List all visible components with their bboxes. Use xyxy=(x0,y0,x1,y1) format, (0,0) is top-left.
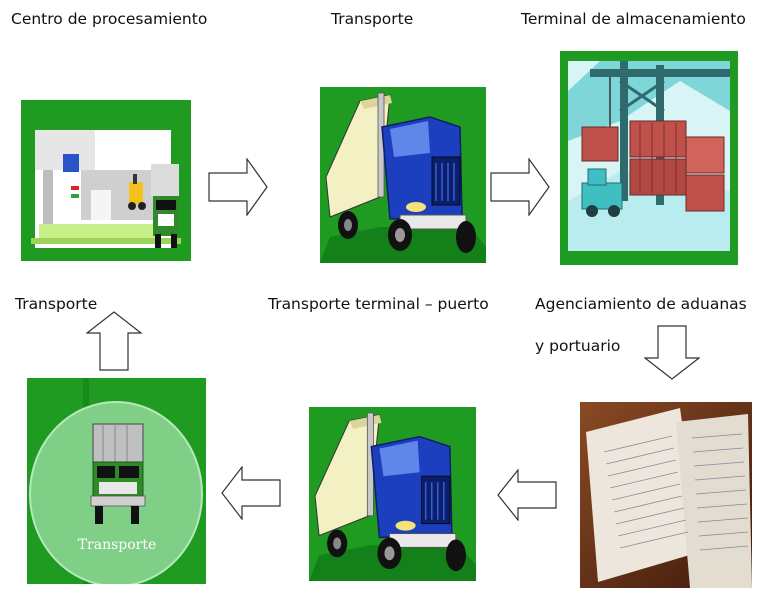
processing-center-image xyxy=(21,100,191,261)
storage-terminal-image xyxy=(560,51,738,265)
outline-arrow-icon xyxy=(644,325,700,380)
arrow-right-2 xyxy=(490,158,550,216)
label-customs-line2: y portuario xyxy=(535,337,621,355)
outline-arrow-icon xyxy=(208,158,268,216)
transport-circle-caption: Transporte xyxy=(77,537,157,553)
label-terminal-port-transport: Transporte terminal – puerto xyxy=(268,295,489,313)
customs-documents-icon xyxy=(580,402,752,588)
label-transport-left: Transporte xyxy=(15,295,98,313)
transport-circle-icon xyxy=(27,378,206,584)
outline-arrow-icon xyxy=(86,311,142,371)
arrow-down xyxy=(644,325,700,380)
arrow-left-1 xyxy=(497,469,557,521)
port-crane-icon xyxy=(560,51,738,265)
label-processing-center: Centro de procesamiento xyxy=(11,10,208,28)
outline-arrow-icon xyxy=(221,466,281,520)
processing-building-icon xyxy=(21,100,191,261)
outline-arrow-icon xyxy=(490,158,550,216)
blue-truck-icon xyxy=(320,87,486,263)
arrow-up xyxy=(86,311,142,371)
arrow-left-2 xyxy=(221,466,281,520)
transport-truck-image-top xyxy=(320,87,486,263)
label-transport-top: Transporte xyxy=(331,10,414,28)
label-customs-line1: Agenciamiento de aduanas xyxy=(535,295,747,313)
outline-arrow-icon xyxy=(497,469,557,521)
transport-circle-image xyxy=(27,378,206,584)
blue-truck-icon xyxy=(309,407,476,581)
label-storage-terminal: Terminal de almacenamiento xyxy=(521,10,746,28)
customs-documents-image xyxy=(580,402,752,588)
arrow-right-1 xyxy=(208,158,268,216)
transport-truck-image-bottom xyxy=(309,407,476,581)
